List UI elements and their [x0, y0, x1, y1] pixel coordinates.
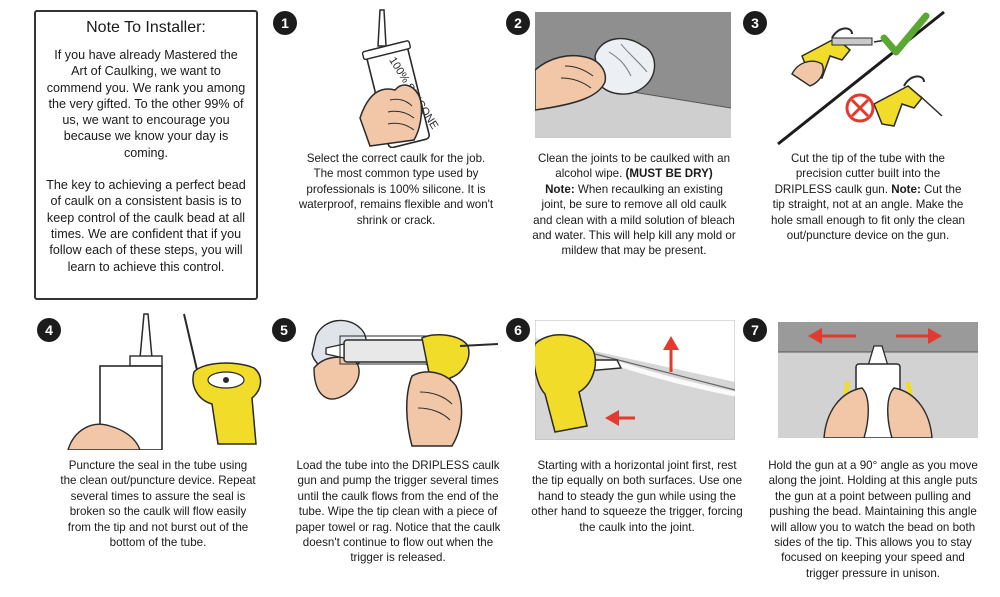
step-7-number: 7: [743, 318, 767, 342]
step-3-number: 3: [743, 11, 767, 35]
step-6-number: 6: [506, 318, 530, 342]
step-1-number: 1: [273, 11, 297, 35]
step-3-caption: Cut the tip of the tube with the precisi…: [770, 151, 966, 243]
step-3-note-label: Note:: [891, 182, 921, 196]
step-2-number: 2: [506, 11, 530, 35]
step-3-text-b: Cut the tip straight, not at an angle. M…: [771, 182, 965, 243]
step-2-text-a: Clean the joints to be caulked with an a…: [537, 152, 731, 181]
step-2-illustration: [535, 12, 731, 138]
step-5-number: 5: [272, 318, 296, 342]
step-4-number: 4: [37, 318, 61, 342]
step-7-illustration: [778, 322, 978, 438]
note-paragraph-2: The key to achieving a perfect bead of c…: [46, 178, 246, 274]
step-6-caption: Starting with a horizontal joint first, …: [531, 459, 743, 534]
step-7-caption: Hold the gun at a 90° angle as you move …: [768, 459, 978, 580]
step-1-illustration: 100% SILICONE: [340, 8, 460, 148]
step-3-text-a: Cut the tip of the tube with the precisi…: [774, 152, 946, 196]
step-5-illustration: [300, 312, 500, 450]
note-to-installer-box: Note To Installer: If you have already M…: [34, 10, 258, 300]
step-2-note-label: Note:: [545, 182, 575, 196]
note-paragraph-1: If you have already Mastered the Art of …: [46, 48, 246, 160]
step-1-caption: Select the correct caulk for the job. Th…: [298, 152, 494, 227]
step-3-illustration: [776, 8, 946, 146]
step-2-caption: Clean the joints to be caulked with an a…: [532, 151, 736, 259]
step-4-caption: Puncture the seal in the tube using the …: [60, 459, 256, 550]
note-title: Note To Installer:: [86, 19, 206, 36]
step-5-caption: Load the tube into the DRIPLESS caulk gu…: [295, 459, 501, 565]
step-4-illustration: [66, 312, 276, 450]
step-2-must-be-dry: (MUST BE DRY): [625, 167, 713, 181]
step-6-illustration: [535, 320, 735, 440]
step-2-text-b: When recaulking an existing joint, be su…: [532, 182, 736, 258]
